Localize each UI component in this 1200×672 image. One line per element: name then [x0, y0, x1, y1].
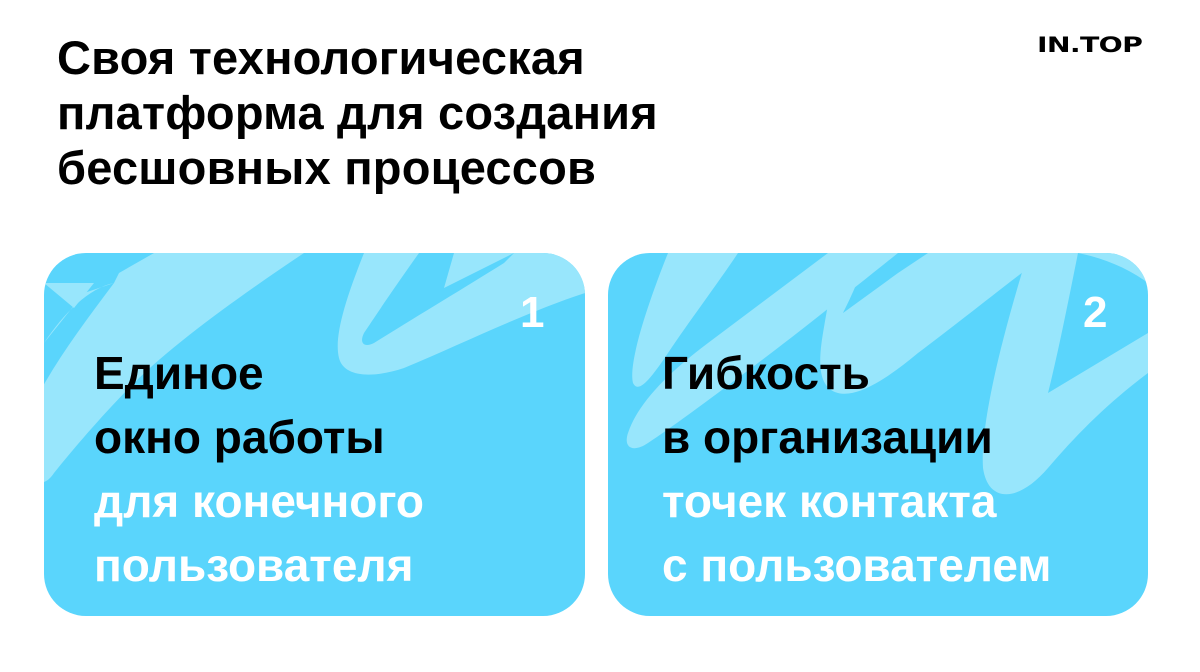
title-line: Своя технологическая [57, 31, 585, 84]
page-title: Своя технологическая платформа для созда… [57, 30, 658, 195]
card-number: 2 [1083, 288, 1108, 337]
feature-card-1: 1 Единое окно работы для конечного польз… [44, 253, 585, 616]
brush-stroke-decoration [44, 253, 585, 482]
feature-card-2: 2 Гибкость в организации точек контакта … [608, 253, 1148, 616]
card-text-line: с пользователем [662, 539, 1052, 591]
card-text-line: в организации [662, 411, 993, 463]
card-text-line: пользователя [94, 539, 414, 591]
title-line: бесшовных процессов [57, 141, 597, 194]
card-text-line: Единое [94, 347, 264, 399]
card-text-line: точек контакта [662, 475, 997, 527]
card-text: Единое окно работы для конечного пользов… [94, 341, 424, 597]
card-number: 1 [520, 288, 545, 337]
title-line: платформа для создания [57, 86, 658, 139]
card-text-line: для конечного [94, 475, 425, 527]
card-text-line: окно работы [94, 411, 385, 463]
brush-stroke-decoration [626, 253, 1148, 495]
intop-logo: IN.TOP [1037, 33, 1143, 57]
card-text: Гибкость в организации точек контакта с … [662, 341, 1051, 597]
card-text-line: Гибкость [662, 347, 870, 399]
